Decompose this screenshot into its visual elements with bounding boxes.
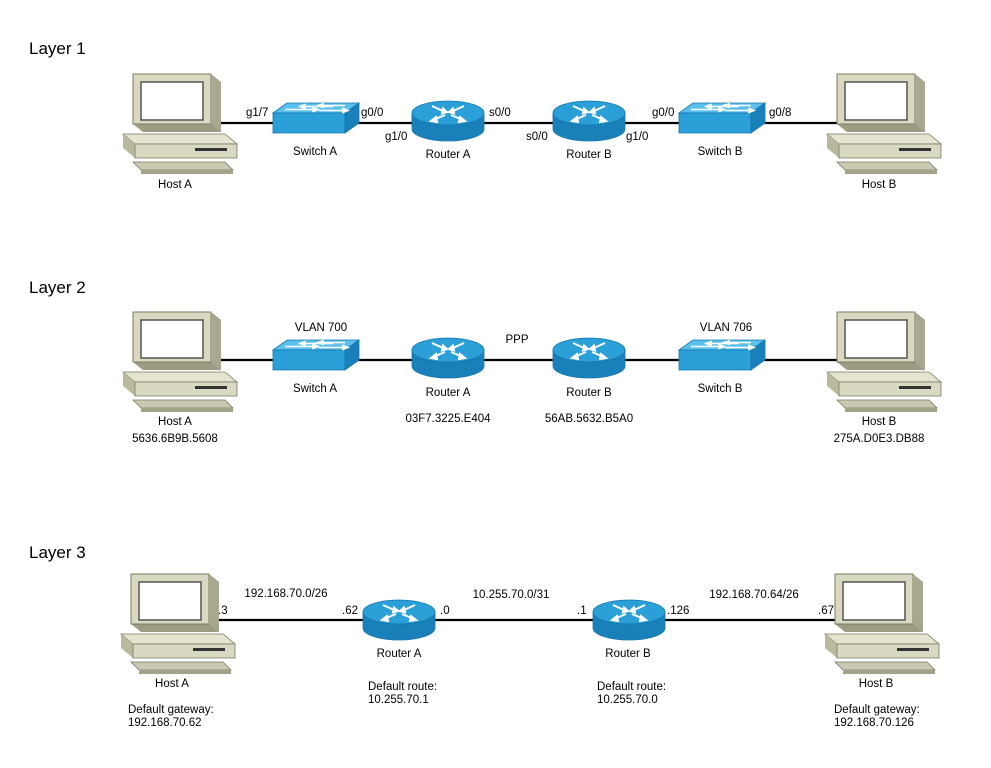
router-b-icon	[552, 100, 626, 142]
l1-host-b-label: Host B	[862, 179, 897, 191]
l2-host-a-label: Host A	[158, 416, 192, 428]
l2-router-a-label: Router A	[426, 387, 471, 399]
l3-router-b-route-label: Default route:	[597, 681, 666, 693]
router-a-icon	[411, 100, 485, 142]
l3-router-b-left-octet: .1	[577, 605, 587, 617]
l2-host-a-mac: 5636.6B9B.5608	[132, 433, 218, 445]
port-swa-host: g1/7	[246, 107, 268, 119]
l3-subnet-left: 192.168.70.0/26	[244, 588, 327, 600]
port-ra-left: g1/0	[385, 131, 407, 143]
router-a-icon	[362, 599, 436, 641]
host-b-pc-icon	[824, 573, 940, 675]
l1-switch-a-label: Switch A	[293, 146, 337, 158]
l3-host-b-gw: 192.168.70.126	[834, 717, 914, 729]
l3-router-a-label: Router A	[377, 648, 422, 660]
host-a-pc-icon	[122, 73, 238, 175]
switch-a-icon	[272, 339, 360, 371]
l2-router-a-mac: 03F7.3225.E404	[405, 413, 491, 425]
l1-host-a-label: Host A	[158, 179, 192, 191]
l3-router-b-route: 10.255.70.0	[597, 694, 658, 706]
l1-router-b-label: Router B	[566, 149, 612, 161]
l3-host-b-label: Host B	[859, 678, 894, 690]
l3-subnet-right: 192.168.70.64/26	[709, 589, 799, 601]
host-b-pc-icon	[826, 311, 942, 413]
switch-a-icon	[272, 102, 360, 134]
l3-host-a-label: Host A	[155, 678, 189, 690]
l1-switch-b-label: Switch B	[698, 146, 743, 158]
layer-2-title: Layer 2	[29, 278, 86, 297]
port-rb-left: s0/0	[526, 131, 548, 143]
l2-switch-a-label: Switch A	[293, 383, 337, 395]
l2-host-b-label: Host B	[862, 416, 897, 428]
l3-router-a-route-label: Default route:	[368, 681, 437, 693]
l3-subnet-wan: 10.255.70.0/31	[473, 589, 550, 601]
switch-b-icon	[678, 102, 766, 134]
l3-router-a-left-octet: .62	[342, 605, 358, 617]
port-swa-up: g0/0	[361, 107, 383, 119]
host-a-pc-icon	[122, 311, 238, 413]
router-b-icon	[592, 599, 666, 641]
port-swb-up: g0/0	[652, 107, 674, 119]
l3-host-a-gw: 192.168.70.62	[128, 717, 202, 729]
host-a-pc-icon	[120, 573, 236, 675]
layer-3-title: Layer 3	[29, 543, 86, 562]
host-b-pc-icon	[826, 73, 942, 175]
l3-router-a-route: 10.255.70.1	[368, 694, 429, 706]
l2-router-b-label: Router B	[566, 387, 612, 399]
l2-host-b-mac: 275A.D0E3.DB88	[834, 433, 925, 445]
port-ra-right: s0/0	[489, 107, 511, 119]
l3-host-a-octet: .3	[218, 605, 228, 617]
switch-b-icon	[678, 339, 766, 371]
port-rb-right: g1/0	[626, 131, 648, 143]
l2-switch-b-label: Switch B	[698, 383, 743, 395]
l3-router-b-label: Router B	[605, 648, 651, 660]
l3-host-a-gw-label: Default gateway:	[128, 704, 214, 716]
router-a-icon	[411, 337, 485, 379]
l2-switch-b-vlan: VLAN 706	[700, 322, 752, 334]
layer-1-title: Layer 1	[29, 39, 86, 58]
l3-host-b-gw-label: Default gateway:	[834, 704, 920, 716]
port-swb-host: g0/8	[769, 107, 791, 119]
l2-router-b-mac: 56AB.5632.B5A0	[545, 413, 633, 425]
router-b-icon	[552, 337, 626, 379]
l3-host-b-octet: .67	[818, 605, 834, 617]
l3-router-b-right-octet: .126	[667, 605, 689, 617]
l2-wan-protocol: PPP	[505, 334, 528, 346]
l1-router-a-label: Router A	[426, 149, 471, 161]
l3-router-a-right-octet: .0	[440, 605, 450, 617]
l2-switch-a-vlan: VLAN 700	[295, 322, 347, 334]
